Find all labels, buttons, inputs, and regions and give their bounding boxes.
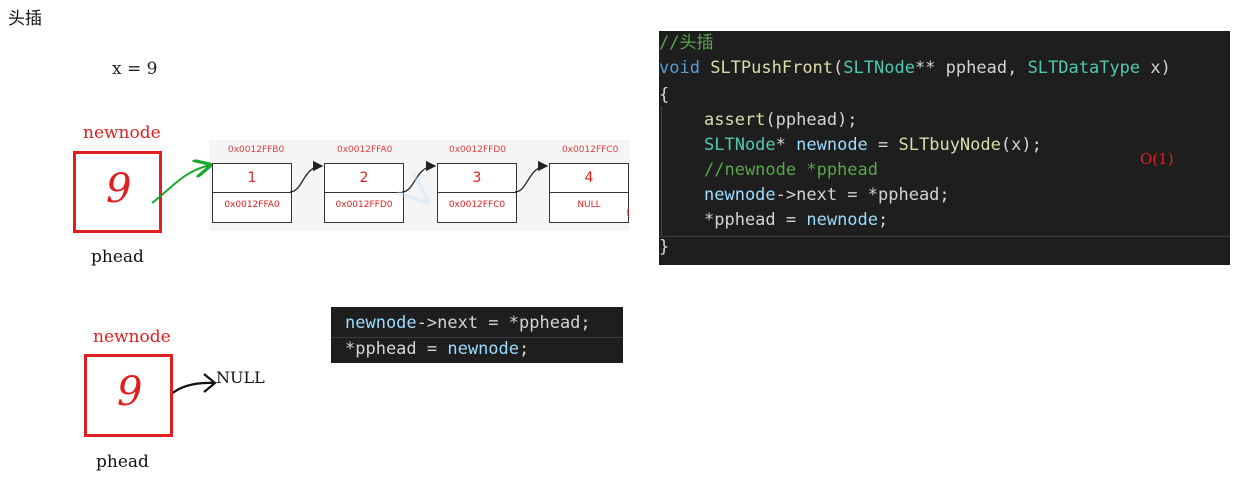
node-next-3: 0x0012FFC0 — [448, 200, 506, 210]
list-node-3: 3 0x0012FFC0 — [437, 163, 517, 223]
code-line-newnode-decl: SLTNode* newnode = SLTbuyNode(x); — [704, 135, 1042, 155]
node-next-2: 0x0012FFD0 — [335, 200, 393, 210]
bottom-newnode-box: 9 — [84, 354, 173, 437]
code-line-comment: //newnode *pphead — [704, 160, 878, 180]
node-value-3: 3 — [472, 170, 482, 186]
node-next-1: 0x0012FFA0 — [224, 200, 280, 210]
node-value-1: 1 — [247, 170, 257, 186]
complexity-label: O(1) — [1140, 150, 1174, 168]
top-newnode-label: newnode — [83, 123, 161, 143]
node-next-4: NULL — [577, 200, 601, 210]
bottom-phead-label: phead — [96, 452, 149, 472]
list-node-2: 2 0x0012FFD0 — [324, 163, 404, 223]
top-newnode-box: 9 — [73, 151, 162, 233]
code-brace-open: { — [659, 85, 670, 105]
section-heading: 头插 — [8, 9, 42, 29]
node-value-4: 4 — [584, 170, 594, 186]
code-line-next-assign: newnode->next = *pphead; — [704, 185, 950, 205]
code-editor-panel: //头插 void SLTPushFront(SLTNode** pphead,… — [659, 31, 1230, 265]
mini-code-line-1: newnode->next = *pphead; — [345, 313, 591, 333]
node-addr-3: 0x0012FFD0 — [449, 145, 506, 155]
null-label: NULL — [216, 368, 265, 387]
mini-code-panel: newnode->next = *pphead; *pphead = newno… — [331, 307, 623, 363]
code-comment-title: //头插 — [659, 33, 714, 53]
node-value-2: 2 — [359, 170, 369, 186]
x-assignment: x = 9 — [112, 59, 158, 79]
code-signature: void SLTPushFront(SLTNode** pphead, SLTD… — [659, 58, 1171, 78]
node-addr-2: 0x0012FFA0 — [337, 145, 393, 155]
list-node-1: 1 0x0012FFA0 — [212, 163, 292, 223]
code-line-assert: assert(pphead); — [704, 110, 858, 130]
code-brace-close: } — [659, 237, 670, 257]
top-newnode-value: 9 — [106, 166, 132, 212]
list-node-4: 4 NULL — [549, 163, 629, 223]
bottom-newnode-value: 9 — [117, 369, 143, 415]
svg-text:V: V — [389, 166, 447, 222]
top-phead-label: phead — [91, 247, 144, 267]
node-addr-1: 0x0012FFB0 — [228, 145, 285, 155]
mini-code-line-2: *pphead = newnode; — [345, 339, 530, 359]
bottom-newnode-label: newnode — [93, 327, 171, 347]
code-line-head-assign: *pphead = newnode; — [704, 210, 889, 230]
newnode-to-head-arrow — [151, 165, 210, 204]
link-1-2 — [289, 160, 324, 193]
link-2-3 — [401, 160, 437, 193]
node-addr-4: 0x0012FFC0 — [562, 145, 619, 155]
link-3-4 — [514, 160, 549, 193]
